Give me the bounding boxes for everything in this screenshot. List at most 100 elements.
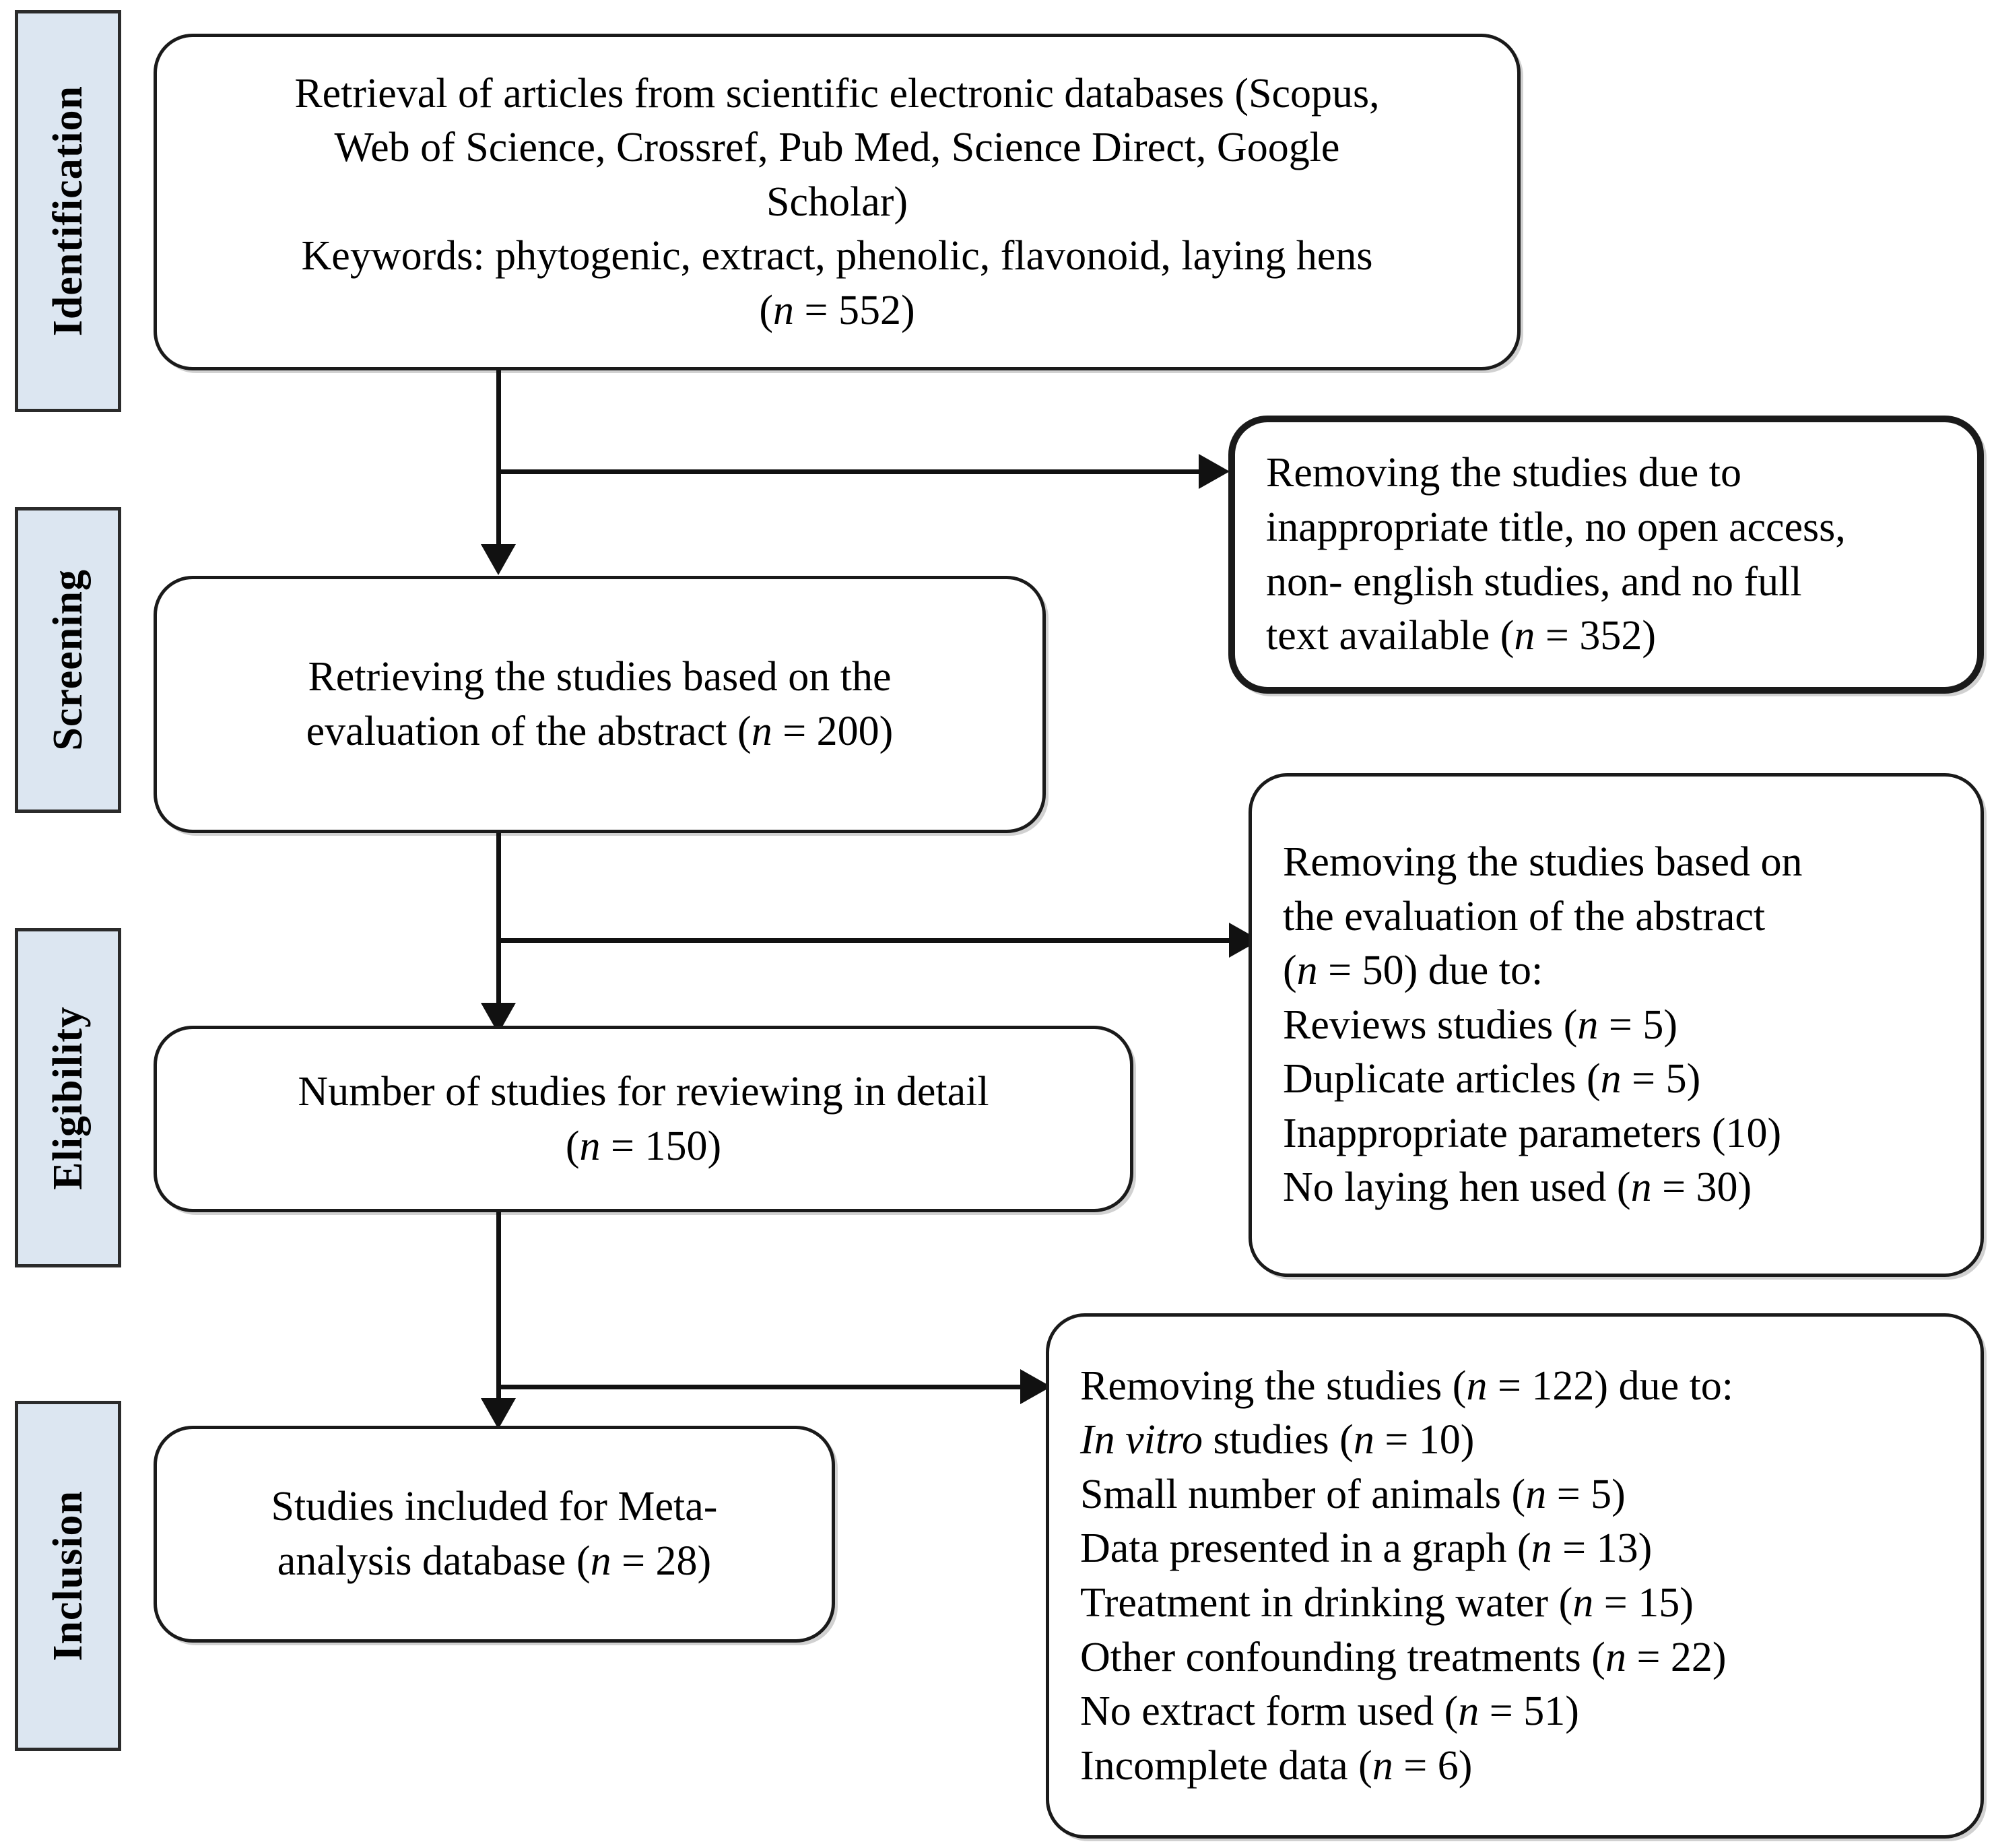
- txt: = 5): [1598, 1001, 1678, 1048]
- txt: Reviews studies (: [1283, 1001, 1578, 1048]
- box-excluded-screening-line4: text available (n = 352): [1266, 609, 1954, 663]
- box-excluded-inclusion-content: Removing the studies (n = 122) due to: I…: [1080, 1359, 1958, 1793]
- box-excluded-screening-line2: inappropriate title, no open access,: [1266, 504, 1846, 550]
- txt: = 200): [772, 708, 894, 754]
- box-eligibility-line1: Number of studies for reviewing in detai…: [298, 1068, 989, 1115]
- connector-to-excluded-inclusion-line: [498, 1385, 1020, 1389]
- box-excluded-screening: Removing the studies due to inappropriat…: [1228, 416, 1984, 694]
- box-excluded-eligibility: Removing the studies based on the evalua…: [1249, 773, 1984, 1277]
- box-excluded-eligibility-content: Removing the studies based on the evalua…: [1283, 835, 1958, 1215]
- txt: = 28): [611, 1538, 712, 1584]
- txt: = 10): [1374, 1417, 1475, 1463]
- txt: = 150): [600, 1123, 722, 1169]
- box-excluded-inclusion-line1: Removing the studies (n = 122) due to:: [1080, 1359, 1958, 1414]
- italic-n: n: [1458, 1688, 1479, 1735]
- box-excluded-inclusion-line3: Small number of animals (n = 5): [1080, 1467, 1958, 1522]
- box-excluded-screening-line1: Removing the studies due to: [1266, 450, 1742, 496]
- box-excluded-eligibility-line1: Removing the studies based on: [1283, 838, 1803, 885]
- box-identification-line1: Retrieval of articles from scientific el…: [294, 70, 1380, 117]
- connector-identification-to-screening-arrow: [481, 544, 516, 575]
- txt: evaluation of the abstract (: [306, 708, 752, 754]
- txt: = 13): [1552, 1525, 1653, 1572]
- txt: = 552): [794, 287, 915, 333]
- txt: = 6): [1393, 1742, 1473, 1789]
- italic-n: n: [579, 1123, 601, 1169]
- stage-label-inclusion: Inclusion: [15, 1401, 121, 1751]
- box-excluded-eligibility-line5: Duplicate articles (n = 5): [1283, 1052, 1958, 1107]
- txt: = 50) due to:: [1317, 948, 1543, 994]
- txt: Removing the studies (: [1080, 1362, 1467, 1409]
- txt: No laying hen used (: [1283, 1164, 1631, 1211]
- txt: (: [1283, 948, 1297, 994]
- connector-eligibility-to-inclusion-line: [496, 1212, 501, 1407]
- box-inclusion: Studies included for Meta- analysis data…: [154, 1426, 835, 1643]
- connector-screening-to-eligibility-line: [496, 833, 501, 1003]
- box-excluded-screening-content: Removing the studies due to inappropriat…: [1266, 446, 1954, 663]
- italic-n: n: [1296, 948, 1318, 994]
- box-inclusion-line2: analysis database (n = 28): [192, 1534, 797, 1589]
- txt: text available (: [1266, 613, 1515, 659]
- box-excluded-inclusion-line6: Other confounding treatments (n = 22): [1080, 1630, 1958, 1685]
- box-excluded-eligibility-line3: (n = 50) due to:: [1283, 944, 1958, 998]
- txt: Small number of animals (: [1080, 1471, 1526, 1517]
- txt: Incomplete data (: [1080, 1742, 1372, 1789]
- box-screening: Retrieving the studies based on the eval…: [154, 576, 1046, 833]
- connector-to-excluded-eligibility-line: [498, 938, 1229, 943]
- box-excluded-eligibility-line7: No laying hen used (n = 30): [1283, 1160, 1958, 1215]
- txt: Data presented in a graph (: [1080, 1525, 1531, 1572]
- box-excluded-inclusion-line2: In vitro studies (n = 10): [1080, 1413, 1958, 1467]
- box-excluded-inclusion-line8: Incomplete data (n = 6): [1080, 1739, 1958, 1793]
- italic-n: n: [1531, 1525, 1552, 1572]
- italic-n: n: [1572, 1580, 1594, 1626]
- box-excluded-eligibility-line4: Reviews studies (n = 5): [1283, 998, 1958, 1053]
- box-excluded-screening-line3: non- english studies, and no full: [1266, 558, 1802, 605]
- connector-identification-to-screening-line: [496, 370, 501, 544]
- italic-in-vitro: In vitro: [1080, 1417, 1203, 1463]
- txt: studies (: [1202, 1417, 1354, 1463]
- stage-label-screening-text: Screening: [44, 569, 91, 751]
- italic-n: n: [1605, 1634, 1626, 1680]
- italic-n: n: [1466, 1362, 1488, 1409]
- box-inclusion-content: Studies included for Meta- analysis data…: [192, 1480, 797, 1588]
- txt: = 22): [1626, 1634, 1727, 1680]
- box-excluded-eligibility-line2: the evaluation of the abstract: [1283, 893, 1766, 939]
- italic-n: n: [1514, 613, 1535, 659]
- stage-label-inclusion-text: Inclusion: [44, 1490, 91, 1661]
- box-screening-line2: evaluation of the abstract (n = 200): [192, 704, 1007, 759]
- box-excluded-inclusion: Removing the studies (n = 122) due to: I…: [1046, 1313, 1984, 1839]
- txt: = 352): [1535, 613, 1656, 659]
- txt: = 5): [1546, 1471, 1626, 1517]
- txt: = 122) due to:: [1487, 1362, 1734, 1409]
- italic-n: n: [1353, 1417, 1374, 1463]
- stage-label-screening: Screening: [15, 507, 121, 813]
- box-inclusion-line1: Studies included for Meta-: [271, 1484, 718, 1530]
- txt: = 51): [1479, 1688, 1579, 1735]
- box-eligibility: Number of studies for reviewing in detai…: [154, 1026, 1133, 1212]
- connector-to-excluded-screening-arrow: [1199, 454, 1230, 489]
- italic-n: n: [1525, 1471, 1547, 1517]
- box-excluded-inclusion-line5: Treatment in drinking water (n = 15): [1080, 1576, 1958, 1630]
- connector-eligibility-to-inclusion-arrow: [481, 1398, 516, 1429]
- box-eligibility-content: Number of studies for reviewing in detai…: [192, 1065, 1095, 1173]
- box-identification-line2: Web of Science, Crossref, Pub Med, Scien…: [334, 125, 1340, 171]
- italic-n: n: [1600, 1056, 1622, 1102]
- stage-label-identification: Identification: [15, 10, 121, 412]
- txt: Treatment in drinking water (: [1080, 1580, 1573, 1626]
- box-identification-content: Retrieval of articles from scientific el…: [192, 67, 1482, 338]
- txt: = 5): [1621, 1056, 1701, 1102]
- italic-n: n: [773, 287, 795, 333]
- box-excluded-inclusion-line4: Data presented in a graph (n = 13): [1080, 1521, 1958, 1576]
- box-excluded-eligibility-line6: Inappropriate parameters (10): [1283, 1110, 1782, 1156]
- italic-n: n: [1372, 1742, 1393, 1789]
- txt: (: [565, 1123, 580, 1169]
- italic-n: n: [590, 1538, 611, 1584]
- box-excluded-inclusion-line7: No extract form used (n = 51): [1080, 1684, 1958, 1739]
- txt: Duplicate articles (: [1283, 1056, 1601, 1102]
- txt: Other confounding treatments (: [1080, 1634, 1605, 1680]
- italic-n: n: [1630, 1164, 1652, 1211]
- italic-n: n: [751, 708, 772, 754]
- connector-to-excluded-screening-line: [498, 469, 1199, 474]
- txt: No extract form used (: [1080, 1688, 1459, 1735]
- box-identification-line3: Scholar): [766, 178, 908, 225]
